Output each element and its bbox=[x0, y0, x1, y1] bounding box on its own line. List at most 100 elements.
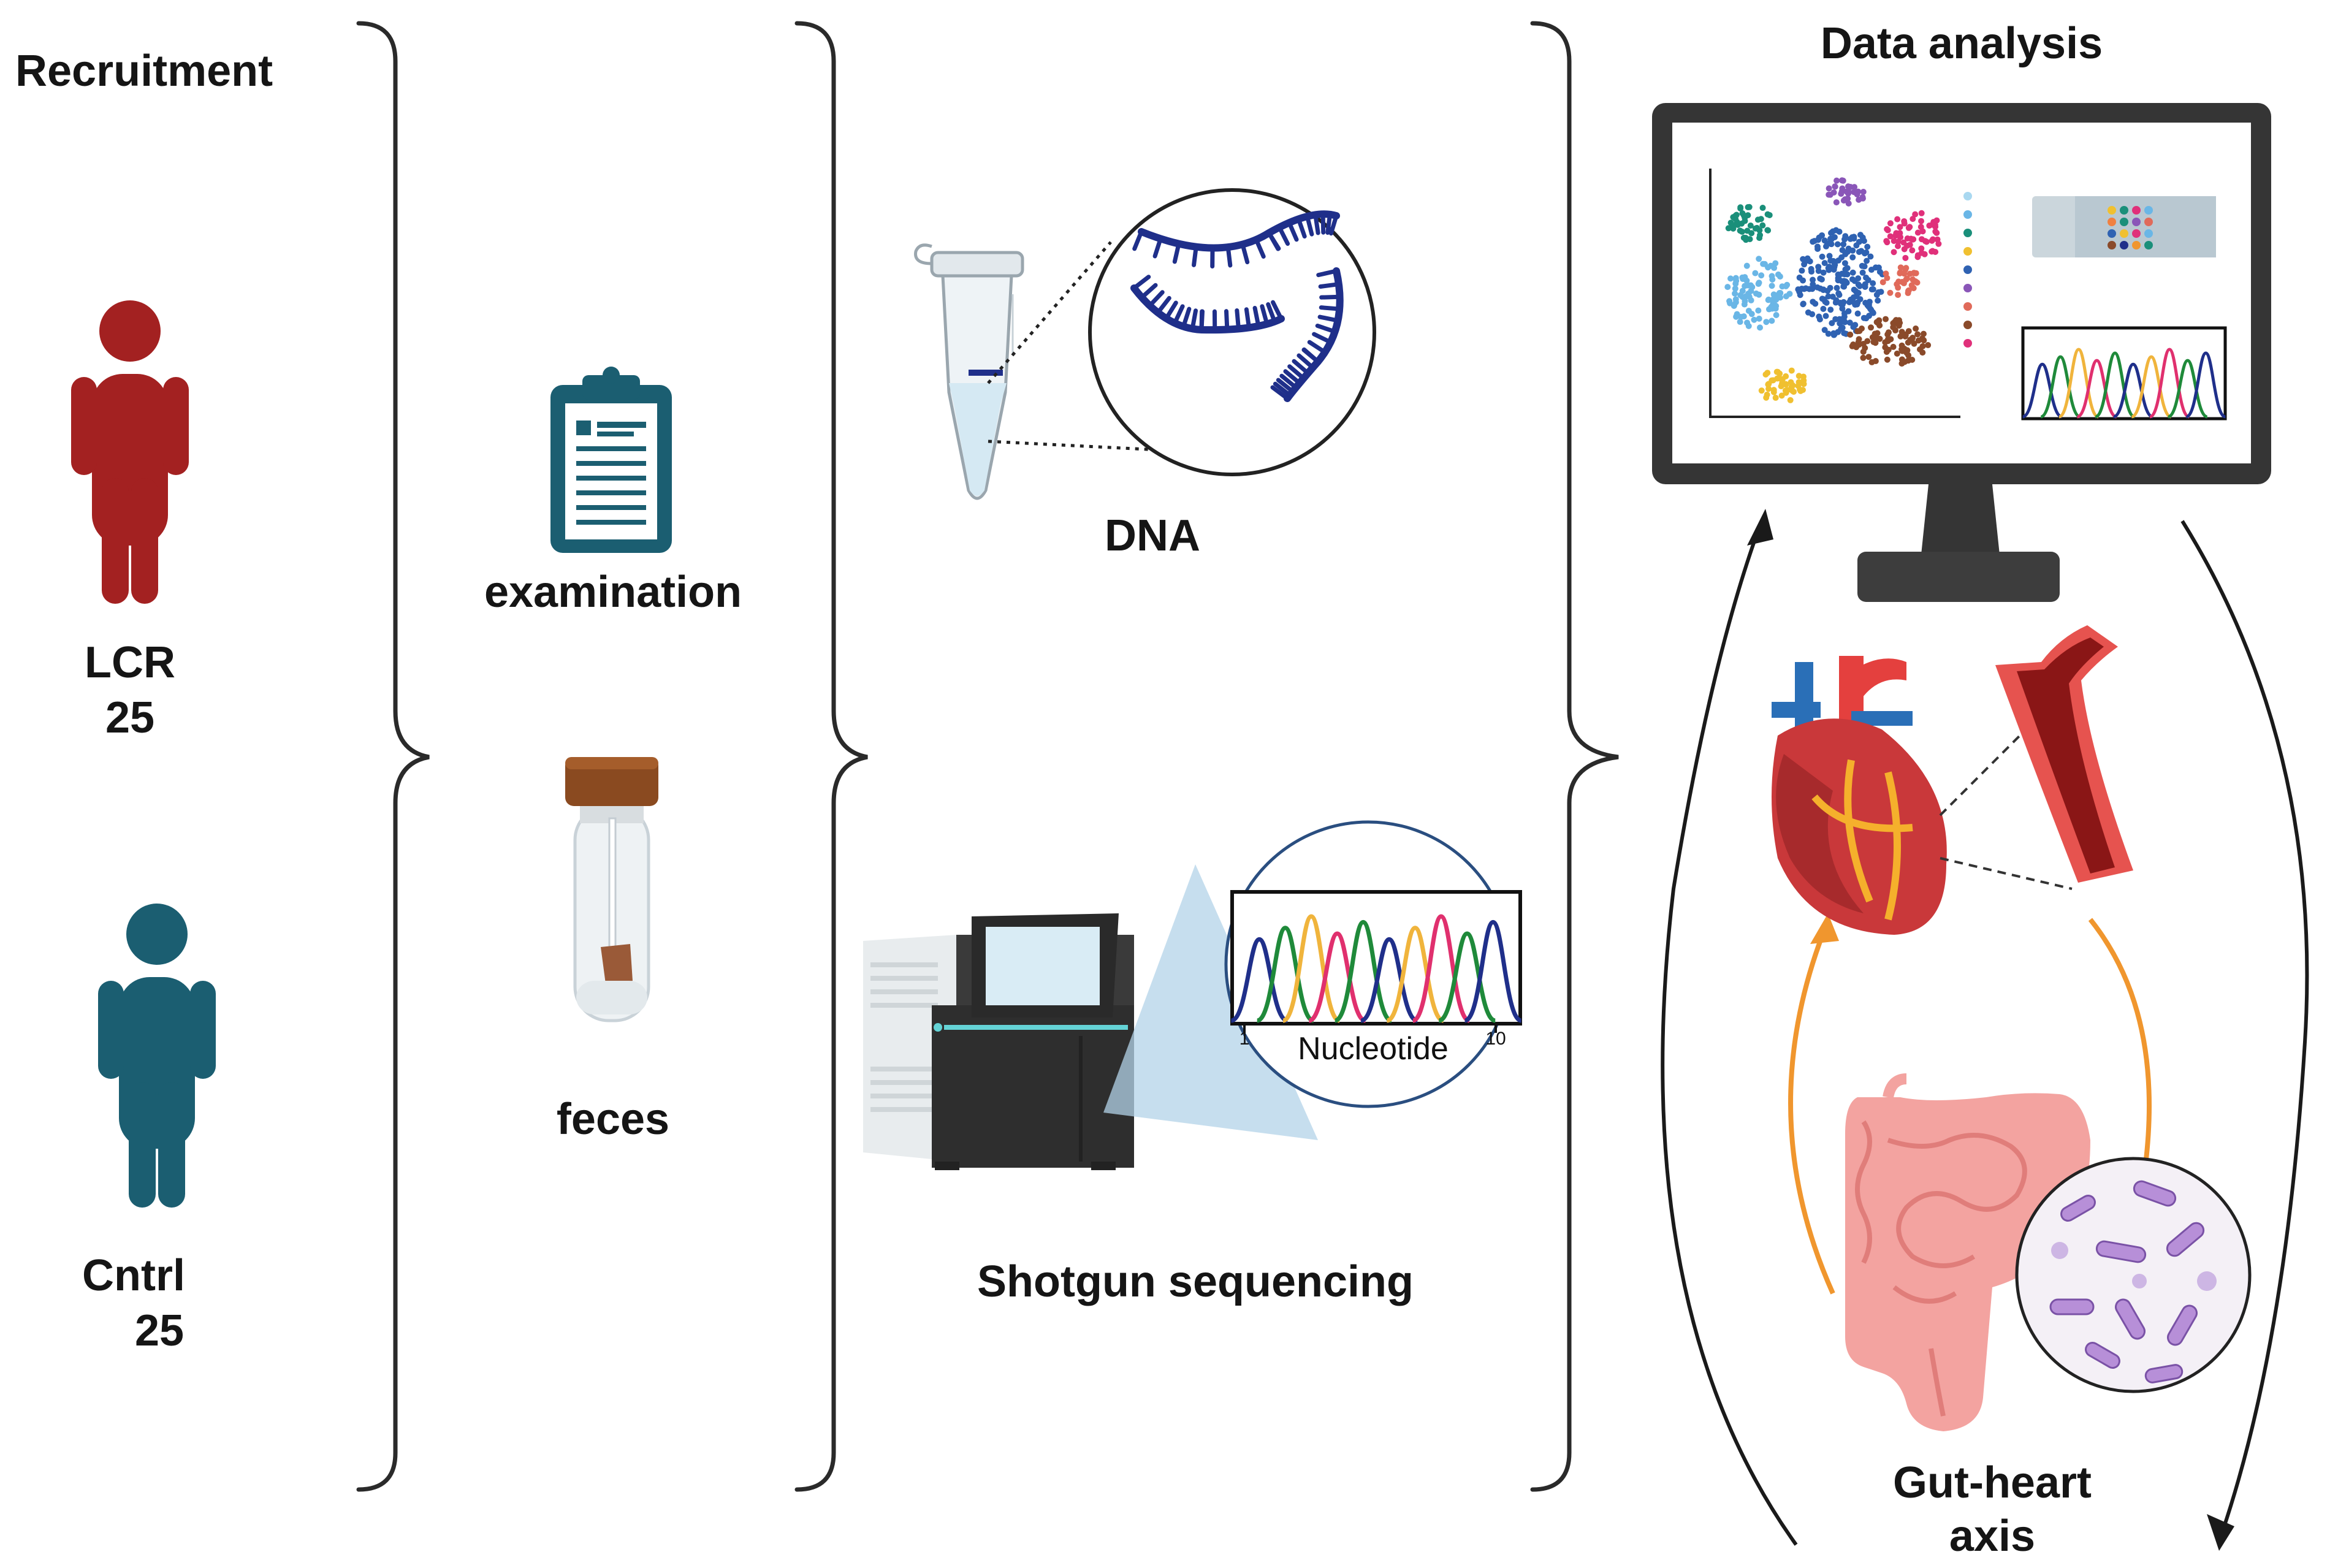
scatter-point bbox=[1843, 188, 1850, 195]
dna-base-tick bbox=[1260, 304, 1270, 327]
scatter-point bbox=[1810, 281, 1816, 287]
scatter-point bbox=[1807, 258, 1813, 265]
scatter-point bbox=[1752, 225, 1759, 232]
scatter-point bbox=[1833, 284, 1840, 291]
scatter-point bbox=[1771, 265, 1778, 272]
scatter-point bbox=[1912, 211, 1919, 218]
dna-base-tick bbox=[1277, 225, 1290, 246]
scatter-point bbox=[1918, 245, 1925, 252]
scatter-point bbox=[1853, 344, 1860, 351]
scatter-point bbox=[1811, 238, 1818, 245]
scatter-point bbox=[1885, 329, 1892, 336]
scatter-point bbox=[1897, 333, 1904, 340]
scatter-point bbox=[1737, 204, 1744, 211]
scatter-point bbox=[1832, 316, 1839, 322]
scatter-point bbox=[1822, 299, 1829, 305]
examination-label: examination bbox=[484, 568, 742, 617]
scatter-point bbox=[1883, 238, 1890, 245]
scatter-point bbox=[1854, 310, 1861, 317]
scatter-point bbox=[1770, 296, 1776, 303]
scatter-point bbox=[1835, 271, 1841, 278]
scatter-point bbox=[1739, 210, 1746, 216]
scatter-point bbox=[1739, 274, 1746, 281]
dna-base-tick bbox=[1140, 283, 1158, 300]
scatter-point bbox=[1883, 316, 1889, 322]
chromatogram-peak bbox=[2185, 351, 2226, 419]
scatter-point bbox=[1825, 265, 1832, 272]
scatter-point bbox=[1895, 284, 1902, 291]
scatter-point bbox=[1820, 305, 1827, 312]
scatter-point bbox=[1732, 290, 1738, 297]
sequencer-icon bbox=[863, 913, 1134, 1170]
scatter-point bbox=[1832, 183, 1838, 190]
scatter-point bbox=[1932, 228, 1939, 235]
scatter-point bbox=[1769, 273, 1775, 280]
scatter-point bbox=[1932, 223, 1939, 230]
scatter-point bbox=[1740, 313, 1747, 320]
scatter-point bbox=[1737, 319, 1743, 325]
scatter-point bbox=[1918, 210, 1925, 216]
scatter-point bbox=[1755, 307, 1762, 314]
scatter-point bbox=[1832, 299, 1839, 306]
scatter-point bbox=[1854, 191, 1860, 198]
scatter-point bbox=[1897, 264, 1904, 271]
dna-base-tick bbox=[1152, 236, 1163, 259]
chromatogram-peak bbox=[2058, 348, 2100, 419]
scatter-point bbox=[1769, 283, 1775, 289]
scatter-point bbox=[1821, 260, 1828, 267]
scatter-point bbox=[1821, 237, 1828, 244]
scatter-point bbox=[1743, 277, 1750, 284]
scatter-point bbox=[1830, 266, 1837, 273]
plate-well bbox=[2144, 229, 2153, 238]
scatter-point bbox=[1878, 289, 1884, 295]
scatter-point bbox=[1851, 300, 1858, 306]
scatter-point bbox=[1828, 241, 1835, 248]
chromatogram-tick-start: 1 bbox=[1239, 1029, 1250, 1049]
scatter-point bbox=[1872, 340, 1879, 346]
scatter-point bbox=[1885, 346, 1892, 353]
scatter-plot-icon bbox=[1709, 169, 1972, 418]
scatter-point bbox=[1841, 283, 1848, 290]
dna-base-tick bbox=[1252, 305, 1261, 329]
scatter-point bbox=[1748, 311, 1755, 318]
scatter-point bbox=[1788, 367, 1795, 374]
scatter-point bbox=[1841, 260, 1848, 267]
scatter-point bbox=[1914, 279, 1921, 286]
chromatogram-peak bbox=[1256, 926, 1315, 1023]
scatter-point bbox=[1930, 236, 1936, 243]
dna-base-tick bbox=[1172, 304, 1185, 325]
scatter-point bbox=[1840, 241, 1847, 248]
chromatogram-peak bbox=[2076, 359, 2117, 419]
scatter-point bbox=[1797, 386, 1803, 393]
dna-base-tick bbox=[1328, 213, 1339, 236]
scatter-point bbox=[1810, 299, 1816, 305]
scatter-point bbox=[1800, 256, 1807, 262]
scatter-point bbox=[1724, 284, 1731, 291]
dna-base-tick bbox=[1254, 237, 1266, 259]
scatter-point bbox=[1758, 387, 1765, 394]
dna-base-tick bbox=[1164, 300, 1178, 321]
scatter-point bbox=[1757, 324, 1764, 331]
scatter-point bbox=[1800, 381, 1807, 387]
chromatogram-peak bbox=[2149, 348, 2190, 419]
legend-dot bbox=[1963, 247, 1972, 256]
scatter-point bbox=[1883, 270, 1889, 277]
scatter-point bbox=[1756, 280, 1762, 286]
microtube-icon bbox=[914, 243, 1024, 500]
scatter-point bbox=[1902, 266, 1909, 273]
chromatogram-tick-end: 10 bbox=[1485, 1029, 1506, 1049]
scatter-point bbox=[1845, 200, 1852, 207]
scatter-point bbox=[1743, 237, 1750, 243]
chromatogram-peak bbox=[1230, 937, 1289, 1023]
scatter-point bbox=[1865, 302, 1872, 308]
scatter-point bbox=[1773, 311, 1780, 318]
scatter-point bbox=[1855, 339, 1862, 346]
scatter-point bbox=[1849, 276, 1856, 283]
dna-base-tick bbox=[1271, 300, 1284, 321]
chromatogram-peak bbox=[1464, 919, 1522, 1023]
scatter-point bbox=[1841, 330, 1848, 337]
legend-dot bbox=[1963, 265, 1972, 274]
chromatogram-peak bbox=[1412, 914, 1471, 1023]
feces-label: feces bbox=[556, 1095, 670, 1144]
scatter-point bbox=[1787, 397, 1794, 403]
